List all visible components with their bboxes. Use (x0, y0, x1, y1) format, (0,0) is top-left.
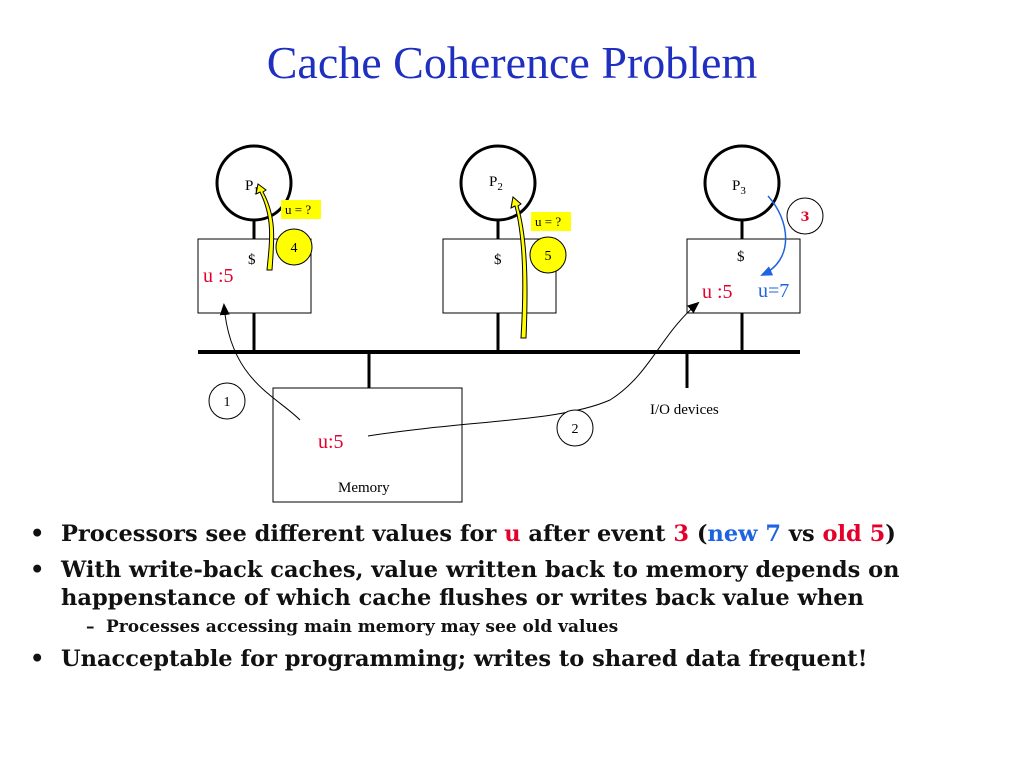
p2-query-text: u = ? (535, 214, 561, 229)
bullet-write-back: With write-back caches, value written ba… (28, 556, 988, 612)
p3-label: P (732, 178, 740, 194)
event-4-arrow (255, 183, 275, 271)
processor-p2: P2 (459, 144, 537, 239)
memory-box: u:5 Memory (272, 387, 463, 503)
memory-label: Memory (338, 480, 390, 496)
variable-u: u (504, 521, 521, 547)
event-2-arrow (367, 301, 700, 437)
bullet-unacceptable: Unacceptable for programming; writes to … (28, 645, 988, 673)
old-value: old 5 (822, 521, 886, 547)
svg-text:4: 4 (291, 241, 298, 256)
svg-text:5: 5 (545, 249, 552, 264)
bullet-list: Processors see different values for u af… (28, 520, 988, 681)
cache-p3: $ u :5 (686, 238, 801, 314)
event-number: 3 (673, 521, 689, 547)
io-devices-label: I/O devices (650, 402, 719, 418)
p2-label: P (489, 174, 497, 190)
p2-query-callout (531, 212, 571, 231)
event-3-arrow (760, 195, 787, 276)
cache-p3-symbol: $ (737, 249, 745, 265)
svg-text:2: 2 (572, 422, 579, 437)
svg-text:3: 3 (800, 210, 809, 225)
cache-p1-symbol: $ (248, 252, 256, 268)
p3-subscript: 3 (740, 185, 746, 197)
processor-p1: P1 (215, 144, 293, 239)
processor-p3: P3 (703, 144, 781, 239)
event-4-marker: 4 (275, 228, 313, 266)
cache-coherence-diagram: P1 $ u :5 P2 $ P3 $ u :5 u:5 Memory (197, 144, 824, 503)
slide-title: Cache Coherence Problem (266, 37, 758, 88)
p1-query-text: u = ? (285, 202, 311, 217)
event-1-marker: 1 (208, 382, 246, 420)
event-5-arrow (510, 196, 528, 339)
cache-p2-symbol: $ (494, 252, 502, 268)
event-3-marker: 3 (786, 197, 824, 235)
cache-p1-value: u :5 (203, 265, 234, 287)
svg-text:P3: P3 (732, 178, 746, 197)
event-5-marker: 5 (529, 236, 567, 274)
cache-p3-write-value: u=7 (758, 280, 789, 302)
svg-text:1: 1 (224, 395, 231, 410)
sub-bullet-old-values: Processes accessing main memory may see … (28, 616, 988, 638)
memory-value: u:5 (318, 431, 344, 453)
event-2-marker: 2 (556, 409, 594, 447)
p1-query-callout (281, 200, 321, 219)
bullet-different-values: Processors see different values for u af… (28, 520, 988, 548)
p2-subscript: 2 (497, 181, 503, 193)
new-value: new 7 (707, 521, 782, 547)
p1-label: P (245, 178, 253, 194)
event-1-arrow (219, 303, 301, 421)
cache-p3-value: u :5 (702, 281, 733, 303)
svg-text:P2: P2 (489, 174, 503, 193)
